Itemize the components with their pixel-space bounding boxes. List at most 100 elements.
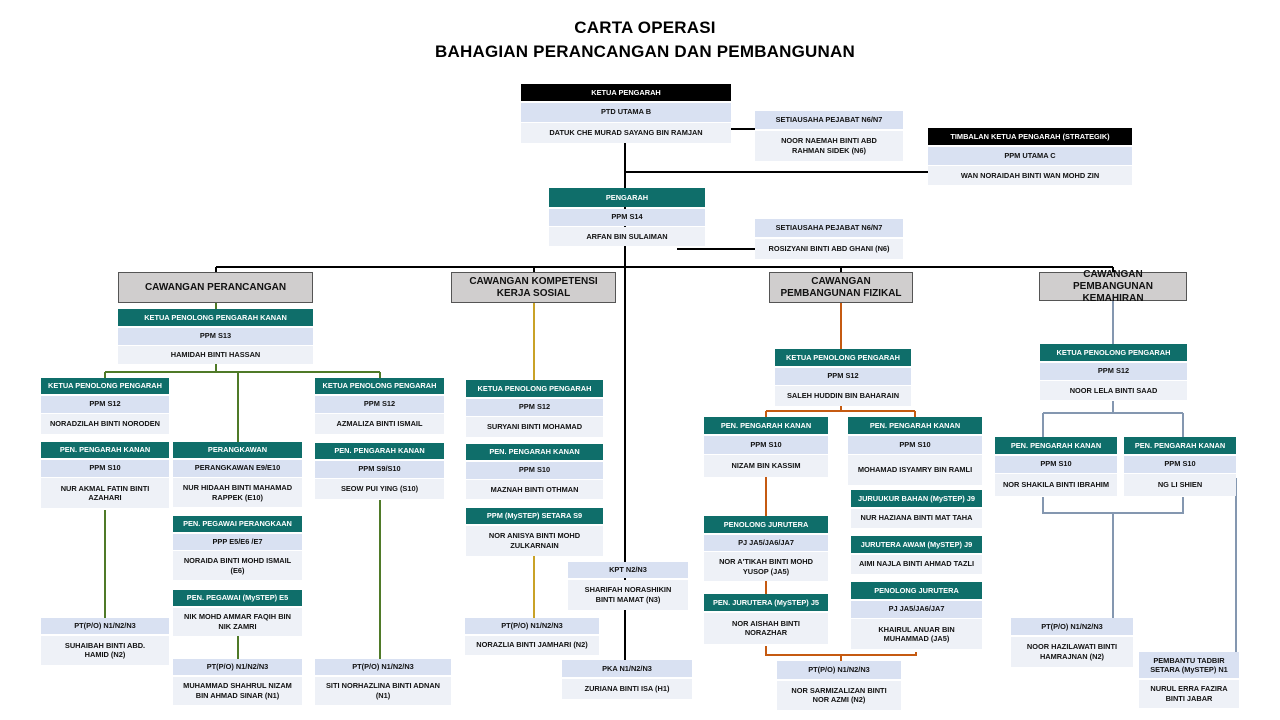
- node-setiausaha-2: SETIAUSAHA PEJABAT N6/N7 ROSIZYANI BINTI…: [755, 219, 903, 259]
- node-title: JURUTERA AWAM (MySTEP) J9: [851, 536, 982, 553]
- node-name: NUR AKMAL FATIN BINTI AZAHARI: [41, 478, 169, 508]
- node-title: KPT N2/N3: [568, 562, 688, 578]
- node-p-pegawai-perangkaan: PEN. PEGAWAI PERANGKAAN PPP E5/E6 /E7 NO…: [173, 516, 302, 580]
- node-p-pegawai-mystep: PEN. PEGAWAI (MySTEP) E5 NIK MOHD AMMAR …: [173, 590, 302, 636]
- node-m-pt: PT(P/O) N1/N2/N3 NOOR HAZILAWATI BINTI H…: [1011, 618, 1133, 667]
- node-title: PEN. PENGARAH KANAN: [1124, 437, 1236, 454]
- node-k-ppk: PEN. PENGARAH KANAN PPM S10 MAZNAH BINTI…: [466, 444, 603, 499]
- node-name: NIZAM BIN KASSIM: [704, 455, 828, 477]
- node-name: NUR HAZIANA BINTI MAT TAHA: [851, 508, 982, 528]
- node-title: KETUA PENOLONG PENGARAH: [466, 380, 603, 397]
- node-grade: PPM S12: [315, 395, 444, 413]
- node-f-pt: PT(P/O) N1/N2/N3 NOR SARMIZALIZAN BINTI …: [777, 661, 901, 710]
- node-p-pt-3: PT(P/O) N1/N2/N3 SITI NORHAZLINA BINTI A…: [315, 659, 451, 705]
- node-title: KETUA PENGARAH: [521, 84, 731, 101]
- node-title: PEN. PENGARAH KANAN: [995, 437, 1117, 454]
- node-name: DATUK CHE MURAD SAYANG BIN RAMJAN: [521, 123, 731, 143]
- node-grade: PPM S10: [848, 435, 982, 454]
- node-p-kpp-1: KETUA PENOLONG PENGARAH PPM S12 NORADZIL…: [41, 378, 169, 434]
- node-title: PENGARAH: [549, 188, 705, 207]
- node-name: NOR SARMIZALIZAN BINTI NOR AZMI (N2): [777, 680, 901, 710]
- node-f-penolong-jurutera-2: PENOLONG JURUTERA PJ JA5/JA6/JA7 KHAIRUL…: [851, 582, 982, 649]
- node-title: KETUA PENOLONG PENGARAH: [41, 378, 169, 394]
- node-grade: PPM S12: [775, 367, 911, 385]
- node-name: KHAIRUL ANUAR BIN MUHAMMAD (JA5): [851, 619, 982, 649]
- node-name: ZURIANA BINTI ISA (H1): [562, 678, 692, 699]
- node-name: MAZNAH BINTI OTHMAN: [466, 480, 603, 499]
- node-name: SUHAIBAH BINTI ABD. HAMID (N2): [41, 635, 169, 665]
- node-grade: PPP E5/E6 /E7: [173, 533, 302, 550]
- node-name: NOR SHAKILA BINTI IBRAHIM: [995, 474, 1117, 496]
- node-name: SHARIFAH NORASHIKIN BINTI MAMAT (N3): [568, 579, 688, 610]
- node-grade: PJ JA5/JA6/JA7: [851, 600, 982, 618]
- node-p-ppk-2: PEN. PENGARAH KANAN PPM S9/S10 SEOW PUI …: [315, 443, 444, 499]
- node-title: KETUA PENOLONG PENGARAH KANAN: [118, 309, 313, 326]
- node-title: PEN. JURUTERA (MySTEP) J5: [704, 594, 828, 611]
- node-name: SALEH HUDDIN BIN BAHARAIN: [775, 386, 911, 406]
- node-m-pembantu-tadbir: PEMBANTU TADBIR SETARA (MySTEP) N1 NURUL…: [1139, 652, 1239, 708]
- node-grade: PPM S10: [41, 459, 169, 477]
- node-f-ppk-1: PEN. PENGARAH KANAN PPM S10 NIZAM BIN KA…: [704, 417, 828, 477]
- branch-kompetensi: CAWANGAN KOMPETENSI KERJA SOSIAL: [451, 272, 616, 303]
- node-grade: PPM S9/S10: [315, 460, 444, 478]
- node-k-pt: PT(P/O) N1/N2/N3 NORAZLIA BINTI JAMHARI …: [465, 618, 599, 655]
- node-name: NOOR NAEMAH BINTI ABD RAHMAN SIDEK (N6): [755, 130, 903, 161]
- node-name: AZMALIZA BINTI ISMAIL: [315, 414, 444, 434]
- node-title: KETUA PENOLONG PENGARAH: [315, 378, 444, 394]
- node-p-pt-1: PT(P/O) N1/N2/N3 SUHAIBAH BINTI ABD. HAM…: [41, 618, 169, 665]
- node-name: SURYANI BINTI MOHAMAD: [466, 417, 603, 437]
- node-f-jurutera-mystep: PEN. JURUTERA (MySTEP) J5 NOR AISHAH BIN…: [704, 594, 828, 644]
- node-name: WAN NORAIDAH BINTI WAN MOHD ZIN: [928, 166, 1132, 185]
- node-kpt: KPT N2/N3 SHARIFAH NORASHIKIN BINTI MAMA…: [568, 562, 688, 610]
- node-title: PKA N1/N2/N3: [562, 660, 692, 677]
- node-grade: PJ JA5/JA6/JA7: [704, 534, 828, 551]
- branch-perancangan: CAWANGAN PERANCANGAN: [118, 272, 313, 303]
- node-grade: PPM S12: [466, 398, 603, 416]
- node-title: PEN. PENGARAH KANAN: [41, 442, 169, 458]
- node-title: PENOLONG JURUTERA: [704, 516, 828, 533]
- node-m-ppk-1: PEN. PENGARAH KANAN PPM S10 NOR SHAKILA …: [995, 437, 1117, 496]
- node-ketua-pengarah: KETUA PENGARAH PTD UTAMA B DATUK CHE MUR…: [521, 84, 731, 143]
- node-grade: PPM S10: [1124, 455, 1236, 473]
- node-name: NOR A'TIKAH BINTI MOHD YUSOP (JA5): [704, 552, 828, 581]
- node-k-kpp: KETUA PENOLONG PENGARAH PPM S12 SURYANI …: [466, 380, 603, 437]
- node-name: AIMI NAJLA BINTI AHMAD TAZLI: [851, 554, 982, 574]
- node-title: SETIAUSAHA PEJABAT N6/N7: [755, 111, 903, 129]
- node-p-pt-2: PT(P/O) N1/N2/N3 MUHAMMAD SHAHRUL NIZAM …: [173, 659, 302, 705]
- node-name: HAMIDAH BINTI HASSAN: [118, 346, 313, 364]
- node-title: PERANGKAWAN: [173, 442, 302, 458]
- node-title: PT(P/O) N1/N2/N3: [777, 661, 901, 679]
- node-title: PPM (MySTEP) SETARA S9: [466, 508, 603, 524]
- node-name: NOOR HAZILAWATI BINTI HAMRAJNAN (N2): [1011, 636, 1133, 667]
- node-name: NORAZLIA BINTI JAMHARI (N2): [465, 635, 599, 655]
- node-grade: PPM S10: [995, 455, 1117, 473]
- node-name: SITI NORHAZLINA BINTI ADNAN (N1): [315, 676, 451, 705]
- node-title: PT(P/O) N1/N2/N3: [465, 618, 599, 634]
- node-p-kpp-2: KETUA PENOLONG PENGARAH PPM S12 AZMALIZA…: [315, 378, 444, 434]
- node-name: NOOR LELA BINTI SAAD: [1040, 381, 1187, 400]
- node-title: PT(P/O) N1/N2/N3: [1011, 618, 1133, 635]
- chart-title-line2: BAHAGIAN PERANCANGAN DAN PEMBANGUNAN: [435, 42, 855, 61]
- node-title: JURUUKUR BAHAN (MySTEP) J9: [851, 490, 982, 507]
- node-grade: PERANGKAWAN E9/E10: [173, 459, 302, 477]
- node-name: NOR ANISYA BINTI MOHD ZULKARNAIN: [466, 525, 603, 556]
- node-p-kpp-kanan: KETUA PENOLONG PENGARAH KANAN PPM S13 HA…: [118, 309, 313, 364]
- node-title: TIMBALAN KETUA PENGARAH (STRATEGIK): [928, 128, 1132, 145]
- node-f-kpp: KETUA PENOLONG PENGARAH PPM S12 SALEH HU…: [775, 349, 911, 406]
- node-grade: PPM S14: [549, 208, 705, 226]
- node-title: PEN. PENGARAH KANAN: [848, 417, 982, 434]
- node-p-perangkawan: PERANGKAWAN PERANGKAWAN E9/E10 NUR HIDAA…: [173, 442, 302, 507]
- node-f-juruukur-bahan: JURUUKUR BAHAN (MySTEP) J9 NUR HAZIANA B…: [851, 490, 982, 528]
- node-grade: PPM S12: [41, 395, 169, 413]
- node-title: KETUA PENOLONG PENGARAH: [1040, 344, 1187, 361]
- node-title: SETIAUSAHA PEJABAT N6/N7: [755, 219, 903, 237]
- node-setiausaha-1: SETIAUSAHA PEJABAT N6/N7 NOOR NAEMAH BIN…: [755, 111, 903, 161]
- node-name: NURUL ERRA FAZIRA BINTI JABAR: [1139, 679, 1239, 708]
- node-k-mystep: PPM (MySTEP) SETARA S9 NOR ANISYA BINTI …: [466, 508, 603, 556]
- chart-title-line1: CARTA OPERASI: [574, 18, 716, 37]
- node-grade: PPM S13: [118, 327, 313, 345]
- node-title: PEN. PENGARAH KANAN: [704, 417, 828, 434]
- node-grade: PTD UTAMA B: [521, 102, 731, 122]
- node-name: ARFAN BIN SULAIMAN: [549, 227, 705, 246]
- node-title: PEN. PENGARAH KANAN: [315, 443, 444, 459]
